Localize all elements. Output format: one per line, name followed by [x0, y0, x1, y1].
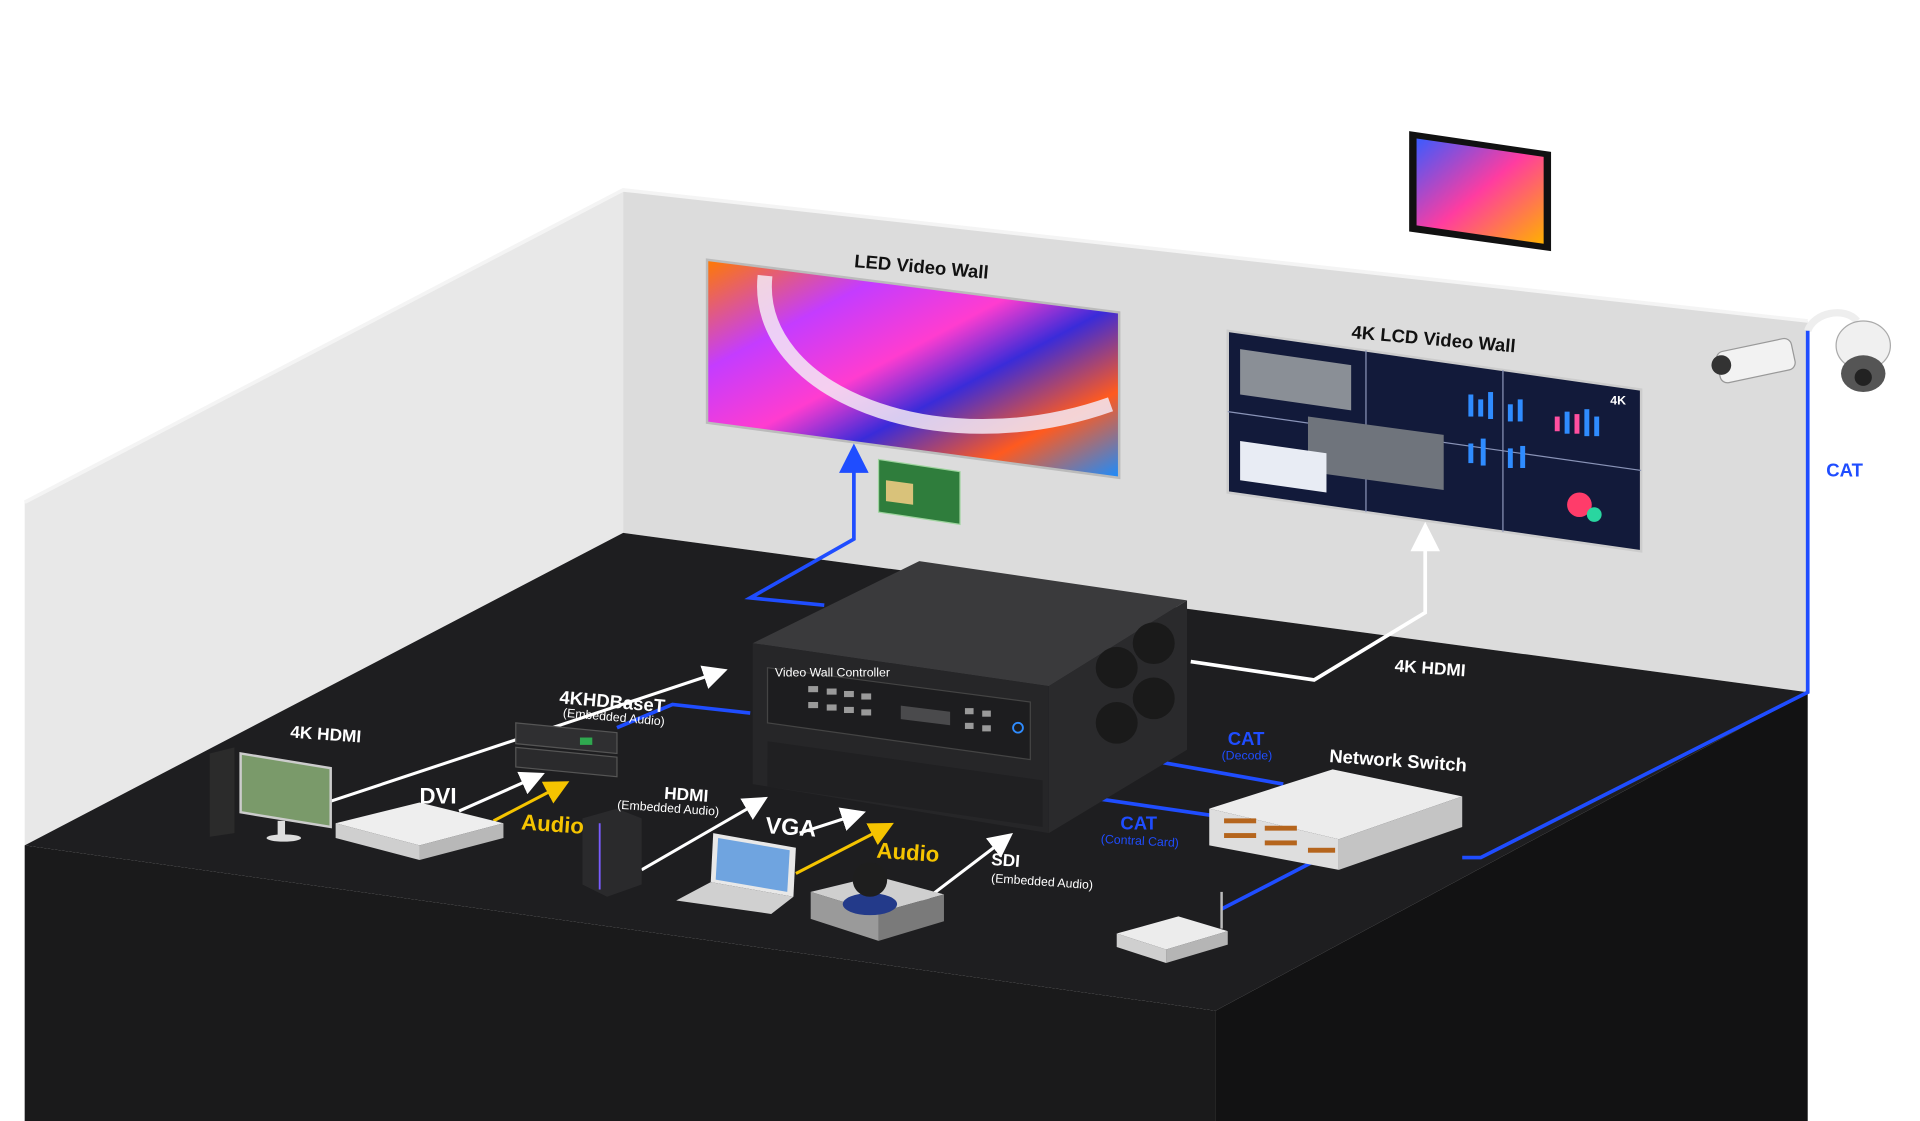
wireless-router — [1116, 891, 1228, 963]
lcd-bar-charts — [1468, 392, 1602, 522]
led-wall-swirl — [757, 274, 1114, 434]
arrow-audio-1 — [492, 781, 570, 823]
label-hdmi: HDMI — [664, 783, 709, 806]
tablet-control — [1409, 131, 1552, 252]
network-switch — [1209, 769, 1463, 870]
lcd-4k-badge: 4K — [1610, 393, 1626, 407]
cat-camera-label: CAT — [1826, 460, 1863, 481]
label-cat-decode: CAT — [1228, 728, 1265, 749]
arrow-vga — [799, 807, 866, 835]
cable-router — [1220, 859, 1315, 911]
cat-cable-camera — [1462, 330, 1810, 860]
label-4k-hdmi-input: 4K HDMI — [290, 722, 362, 747]
arrow-hdmi — [640, 796, 768, 872]
floor-front-face — [24, 845, 1216, 1121]
lcd-video-tile — [1240, 349, 1352, 411]
label-dvi: DVI — [420, 784, 457, 809]
cable-hdbaset — [616, 702, 751, 730]
label-cat-decode-sub: (Decode) — [1222, 749, 1273, 763]
label-cat-control: CAT — [1120, 812, 1157, 833]
lcd-chart-tile — [1240, 441, 1327, 493]
label-audio-1: Audio — [520, 810, 584, 839]
label-vga: VGA — [765, 812, 818, 841]
led-receiving-card — [877, 458, 961, 526]
laptop — [676, 833, 796, 914]
label-cat-control-sub: (Contral Card) — [1101, 832, 1180, 850]
dvi-source-box — [335, 802, 504, 861]
controller-panel-label: Video Wall Controller — [775, 665, 890, 679]
arrow-dvi — [458, 771, 545, 813]
lcd-video-tile — [1307, 416, 1444, 491]
label-4k-hdmi-output: 4K HDMI — [1394, 655, 1466, 680]
video-wall-controller: Video Wall Controller — [752, 561, 1188, 834]
left-wall — [24, 189, 624, 846]
floor-right-face — [1215, 692, 1808, 1121]
cable-4k-hdmi-output — [1190, 521, 1440, 682]
dome-camera — [1804, 309, 1892, 393]
cable-led-wall — [744, 443, 869, 608]
arrow-audio-2 — [795, 822, 894, 875]
tower-pc — [582, 808, 642, 897]
cable-cat-control — [1097, 796, 1225, 819]
wall-edge — [23, 188, 1808, 504]
pc-with-monitor — [209, 747, 332, 842]
label-hdmi-sub: (Embedded Audio) — [617, 798, 720, 819]
ptz-camera — [810, 862, 944, 941]
cable-cat-decode — [1159, 760, 1284, 786]
bullet-camera — [1711, 337, 1796, 384]
label-audio-2: Audio — [876, 838, 940, 867]
label-sdi-sub: (Embedded Audio) — [991, 871, 1094, 892]
hdbaset-extender — [515, 722, 618, 778]
label-sdi: SDI — [991, 849, 1021, 871]
